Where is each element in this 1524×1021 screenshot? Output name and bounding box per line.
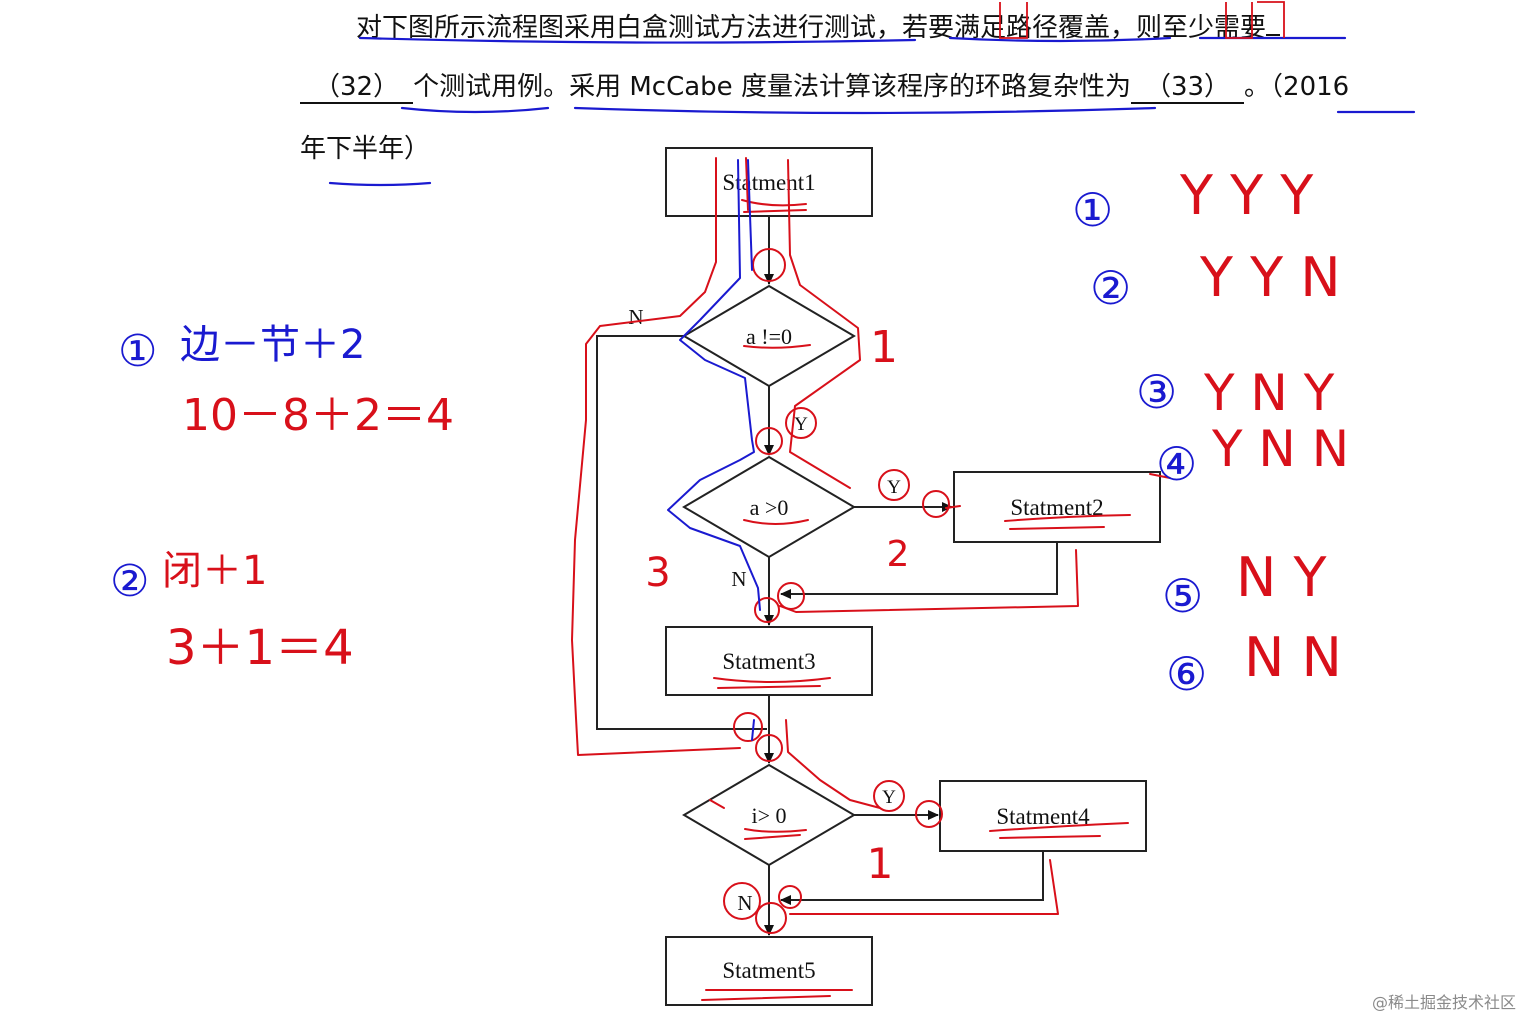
path6-label: ⑥ — [1166, 647, 1207, 701]
edge-label-y2: Y — [887, 477, 901, 498]
statement1-label: Statment1 — [722, 170, 815, 195]
answer-blank-32-start — [1266, 8, 1281, 36]
decision1-label: a !=0 — [746, 324, 792, 349]
region-label-2: 2 — [887, 534, 910, 575]
path3-label: ③ — [1136, 365, 1177, 419]
statement4-box — [939, 780, 1147, 852]
question-line-1: 对下图所示流程图采用白盒测试方法进行测试，若要满足路径覆盖，则至少需要 — [356, 8, 1281, 45]
path5-label: ⑤ — [1162, 569, 1203, 623]
method1-formula: 边－节＋2 — [180, 322, 365, 368]
path1-label: ① — [1072, 183, 1113, 237]
statement2-box — [953, 471, 1161, 543]
statement5-box — [665, 936, 873, 1006]
path3-values: Y N Y — [1203, 364, 1335, 422]
answer-blank-33: （33） — [1130, 72, 1245, 104]
question-text-3: 。（2016 — [1244, 72, 1350, 102]
decision3-label: i> 0 — [751, 803, 786, 828]
decision2-label: a >0 — [750, 495, 789, 520]
edge-s2-merge — [780, 542, 1058, 599]
edge-label-y1: Y — [794, 414, 808, 435]
path4-label: ④ — [1156, 437, 1197, 491]
question-source: 年下半年） — [300, 134, 431, 164]
watermark: @稀土掘金技术社区 — [1371, 993, 1516, 1012]
path2-values: Y Y N — [1199, 246, 1341, 309]
path5-values: N Y — [1236, 546, 1328, 609]
path4-values: Y N N — [1211, 420, 1349, 478]
question-line-2: （32）个测试用例。采用 McCabe 度量法计算该程序的环路复杂性为（33）。… — [300, 70, 1349, 104]
edge-label-n2: N — [731, 567, 746, 591]
red-ink-overlays — [571, 157, 1171, 1001]
edge-label-n1: N — [628, 305, 643, 329]
method2-formula: 闭＋1 — [162, 548, 267, 594]
statement5-label: Statment5 — [722, 958, 815, 983]
method1-label: ① — [118, 326, 157, 377]
edge-s4-merge — [780, 851, 1044, 905]
path6-values: N N — [1244, 626, 1342, 689]
method2-label: ② — [110, 556, 149, 607]
edge-label-n3: N — [737, 891, 752, 915]
method2-calc: 3＋1＝4 — [166, 620, 354, 676]
answer-blank-32: （32） — [300, 72, 414, 104]
path1-values: Y Y Y — [1179, 164, 1314, 227]
path2-label: ② — [1090, 261, 1131, 315]
flowchart — [596, 147, 1161, 1006]
region-label-1: 1 — [870, 322, 898, 373]
statement3-box — [665, 626, 873, 696]
question-underlines — [328, 36, 1416, 187]
question-highlights — [999, 1, 1285, 39]
question-line-3: 年下半年） — [300, 132, 430, 166]
edge-label-y3: Y — [882, 787, 896, 808]
blue-ink-overlays — [667, 159, 761, 741]
edge-d1-no — [596, 335, 767, 730]
method1-calc: 10－8＋2＝4 — [182, 390, 454, 441]
question-text-1: 对下图所示流程图采用白盒测试方法进行测试，若要满足路径覆盖，则至少需要 — [356, 13, 1267, 43]
statement3-label: Statment3 — [722, 649, 815, 674]
region-label-4: 1 — [867, 839, 894, 888]
question-text-2: 个测试用例。采用 McCabe 度量法计算该程序的环路复杂性为 — [413, 72, 1131, 102]
region-label-3: 3 — [645, 550, 670, 596]
